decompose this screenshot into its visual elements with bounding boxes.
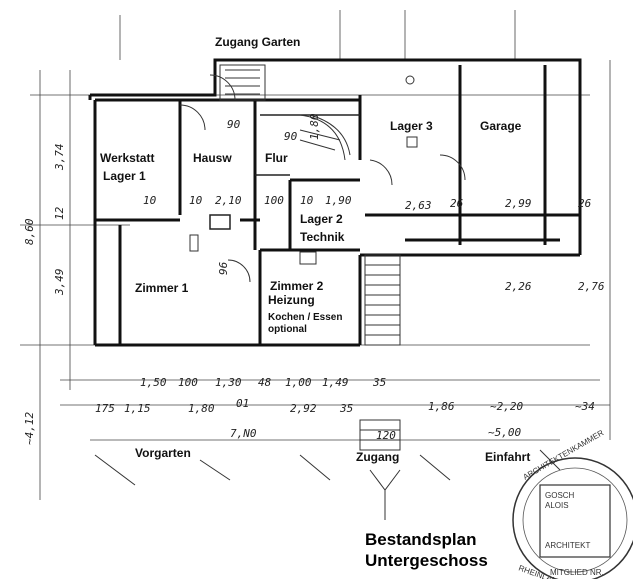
room-label-vorgarten: Vorgarten [135, 446, 191, 460]
dim-b-48: 48 [258, 376, 272, 389]
room-label-zimmer1: Zimmer 1 [135, 281, 189, 295]
outdoor-stairs [364, 254, 401, 346]
dim-b-1-30: 1,30 [215, 376, 242, 389]
room-label-lager3: Lager 3 [390, 119, 433, 133]
dim-left-total: 8,60 [23, 218, 36, 245]
dim-top-90: 90 [227, 118, 241, 131]
stamp-member: MITGLIED NR. [550, 568, 604, 577]
room-label-zugang: Zugang [356, 450, 399, 464]
dim-1-80: 1,80 [308, 113, 321, 140]
dim-10b: 10 [189, 194, 203, 207]
door-swings [179, 74, 466, 520]
dim-left-bottom: ~4,12 [23, 412, 36, 445]
dim-b-2-20: ~2,20 [490, 400, 523, 413]
dim-b-2-92: 2,92 [290, 402, 317, 415]
room-labels: Zugang Garten Werkstatt Lager 1 Hausw Fl… [100, 35, 530, 464]
dim-b-1-86: 1,86 [428, 400, 455, 413]
dim-b-1-49: 1,49 [322, 376, 349, 389]
dim-b-1-00: 1,00 [285, 376, 312, 389]
dim-left-low: 3,49 [53, 269, 66, 297]
dimensions: 8,60 3,74 12 3,49 ~4,12 90 90 1,80 10 10… [23, 113, 605, 445]
dim-2-10: 2,10 [215, 194, 242, 207]
dim-2-26: 2,26 [505, 280, 532, 293]
dim-b-1-50: 1,50 [140, 376, 167, 389]
room-label-einfahrt: Einfahrt [485, 450, 530, 464]
room-label-werkstatt: Werkstatt [100, 151, 154, 165]
room-label-optional: optional [268, 324, 307, 335]
entrance-stairs [359, 419, 401, 451]
dim-b-35b: 35 [339, 402, 353, 415]
dim-b-175: 175 [95, 402, 115, 415]
room-label-zimmer2: Zimmer 2 [270, 279, 324, 293]
architect-stamp: GOSCH ALOIS ARCHITEKT ARCHITEKTENKAMMER … [512, 428, 633, 579]
stamp-ring-text: ARCHITEKTENKAMMER [522, 428, 606, 482]
dim-b-1-80: 1,80 [188, 402, 215, 415]
dim-26r: 26 [578, 197, 592, 210]
room-label-lager2: Lager 2 [300, 212, 343, 226]
stamp-inner-ring [522, 467, 628, 573]
dim-100: 100 [264, 194, 284, 207]
stamp-outer-ring [512, 457, 633, 579]
dim-10a: 10 [143, 194, 157, 207]
plan-title-line2: Untergeschoss [365, 551, 488, 570]
room-label-lager1: Lager 1 [103, 169, 146, 183]
plan-title-line1: Bestandsplan [365, 530, 476, 549]
room-label-heizung: Heizung [268, 293, 315, 307]
dim-10c: 10 [300, 194, 314, 207]
dim-b-35: 35 [372, 376, 386, 389]
room-label-technik: Technik [300, 230, 345, 244]
dim-b-7-n0: 7,N0 [230, 427, 257, 440]
room-label-zugang-garten: Zugang Garten [215, 35, 300, 49]
room-label-hausw: Hausw [193, 151, 232, 165]
dim-2-63: 2,63 [405, 199, 432, 212]
dim-flur-90: 90 [284, 130, 298, 143]
dim-26: 26 [450, 197, 464, 210]
dim-b-1-15: 1,15 [124, 402, 151, 415]
room-label-kochen: Kochen / Essen [268, 312, 342, 323]
stamp-name2: ALOIS [545, 501, 569, 510]
dim-b-5-00: ~5,00 [488, 426, 521, 439]
dim-b-34: ~34 [575, 400, 595, 413]
dim-2-99: 2,99 [505, 197, 532, 210]
plan-title: Bestandsplan Untergeschoss [365, 530, 488, 570]
dim-2-76: 2,76 [578, 280, 605, 293]
stamp-role: ARCHITEKT [545, 541, 590, 550]
dim-b-100: 100 [178, 376, 198, 389]
garden-hatch [94, 449, 561, 486]
stamp-box [539, 484, 611, 558]
stamp-name1: GOSCH [545, 491, 575, 500]
dim-1-90: 1,90 [325, 194, 352, 207]
room-label-garage: Garage [480, 119, 522, 133]
staircase [219, 64, 401, 451]
walls [88, 58, 582, 347]
room-label-flur: Flur [265, 151, 288, 165]
dim-b-120: 120 [376, 429, 396, 442]
fixtures [189, 75, 418, 265]
dim-left-top: 3,74 [53, 144, 66, 172]
dim-96: 96 [217, 261, 230, 275]
dim-b-01: 01 [236, 397, 249, 410]
dim-left-mid: 12 [53, 206, 66, 220]
